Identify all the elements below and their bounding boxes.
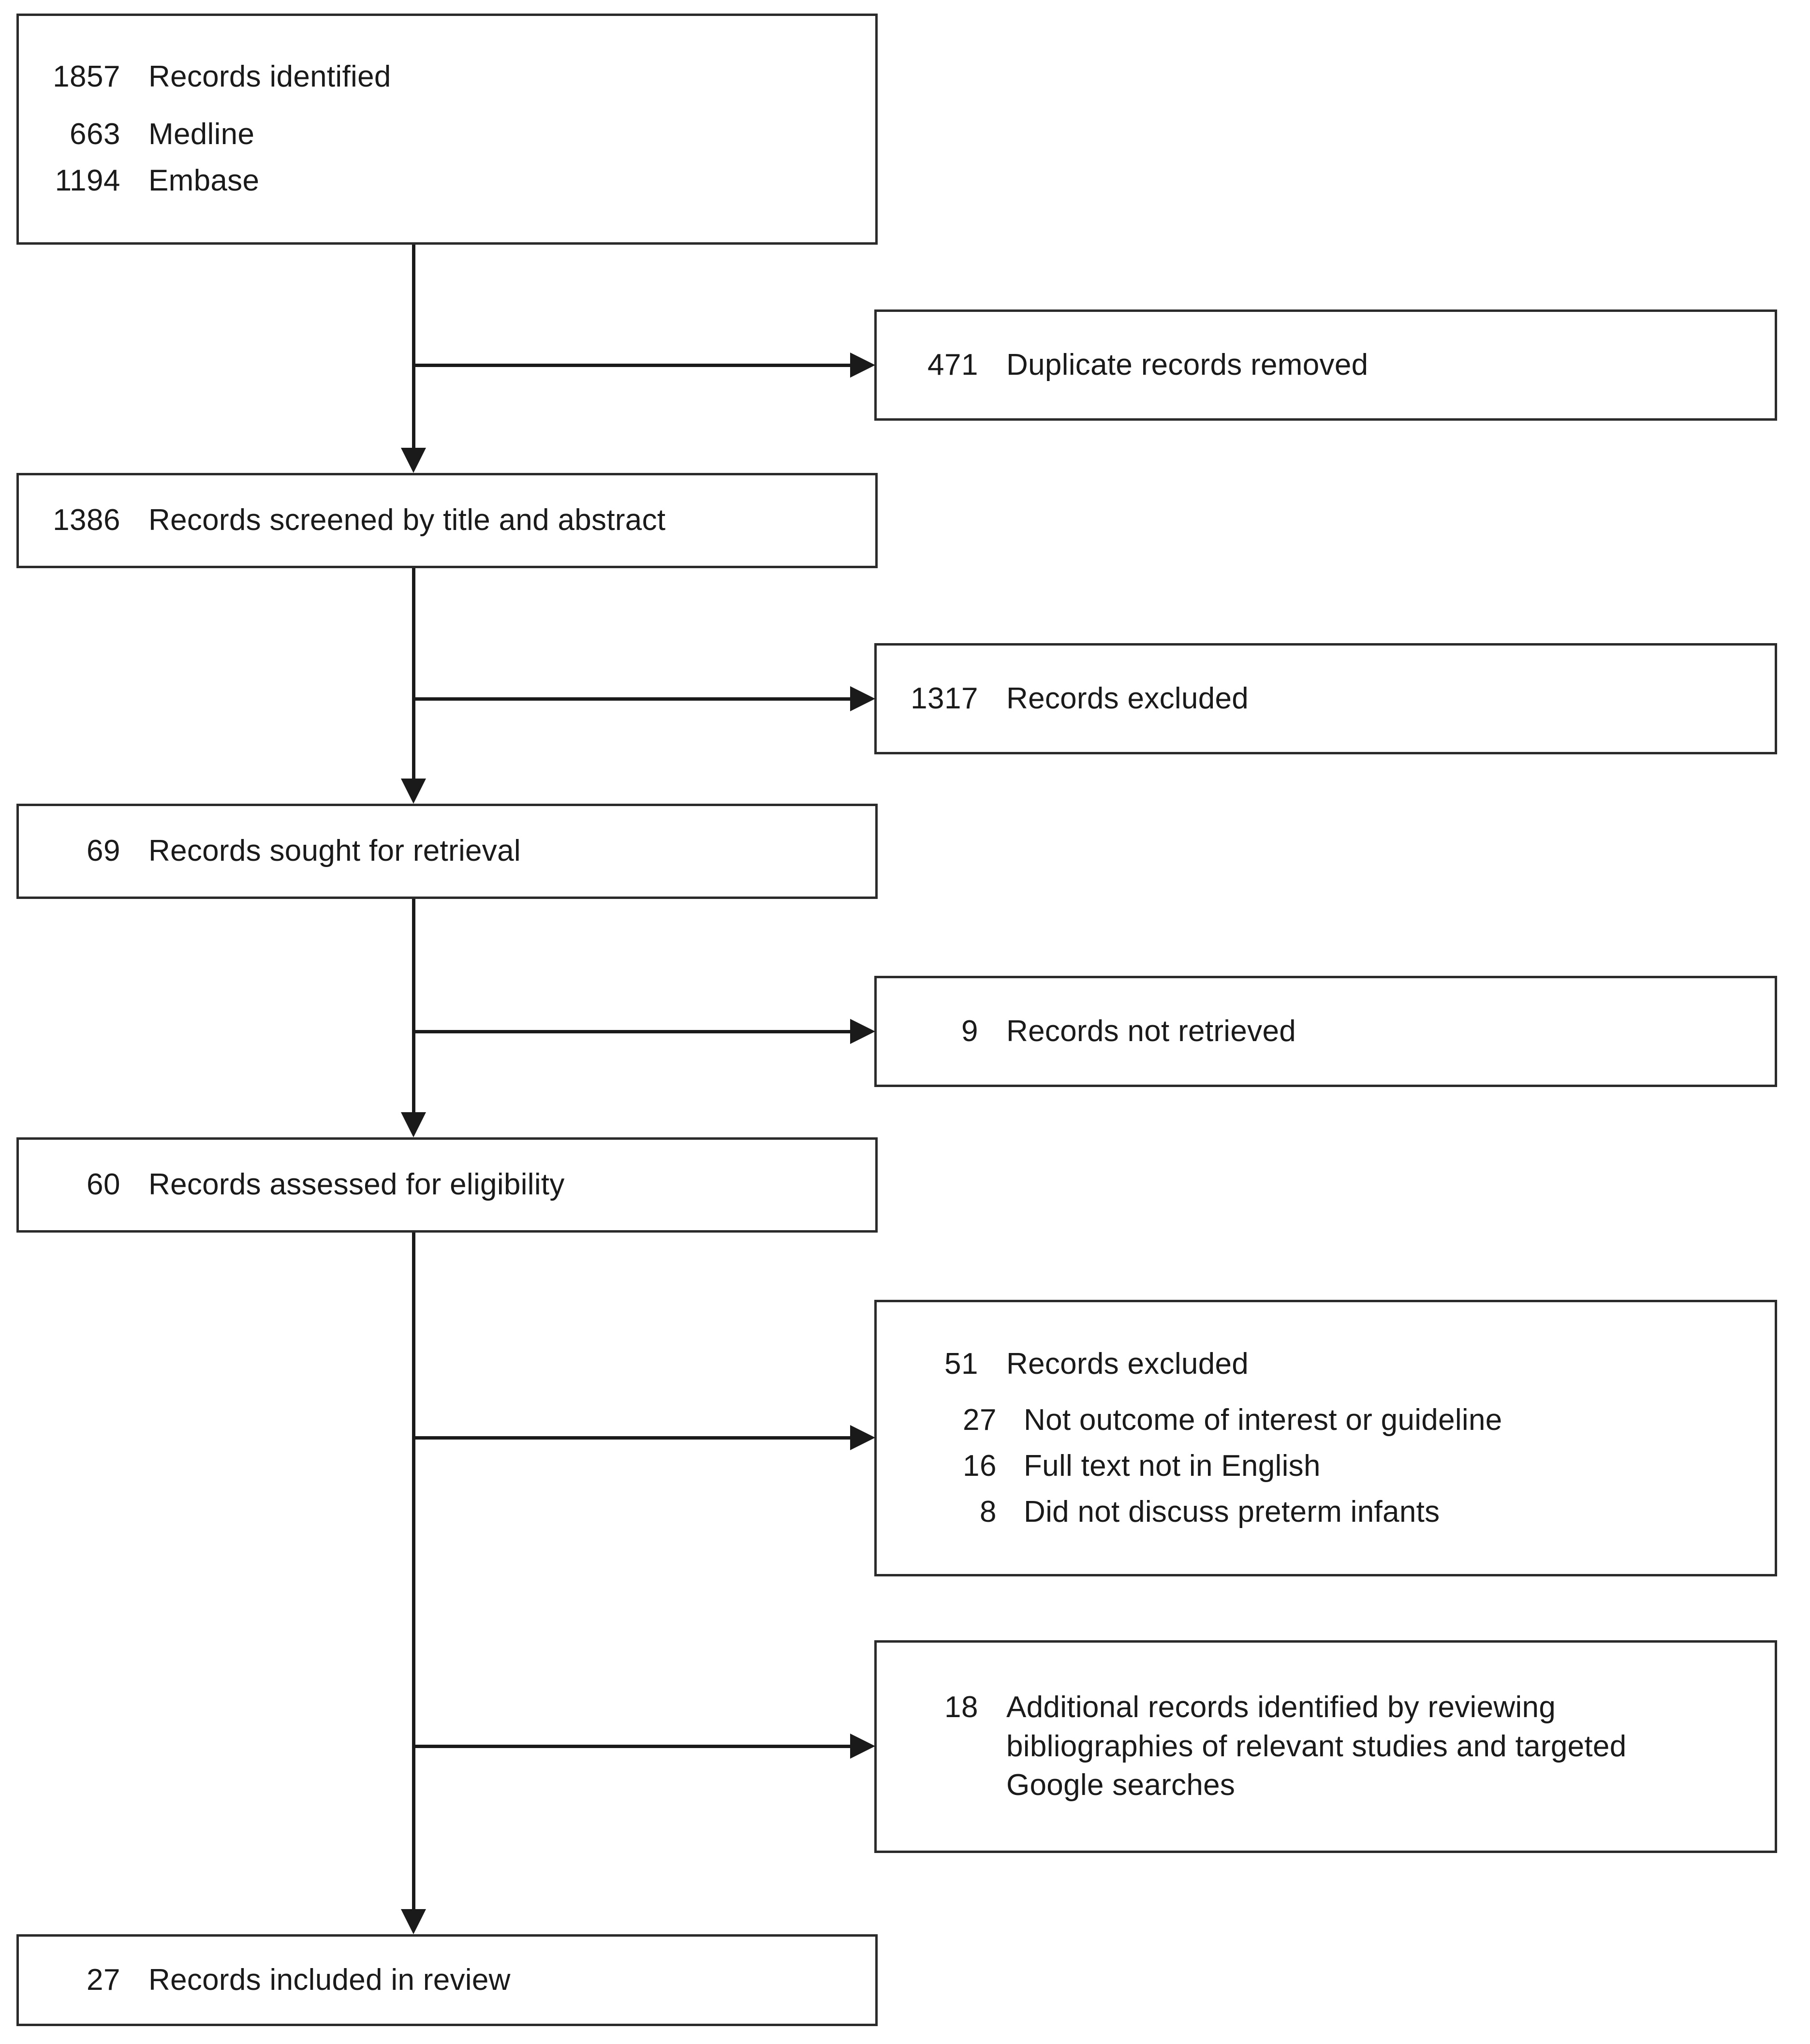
records-included-label: Records included in review (148, 1963, 511, 1997)
connector-to-duplicates-removed (412, 364, 853, 367)
connector-identified-to-screened (412, 245, 415, 448)
records-not-retrieved-row: 9 Records not retrieved (877, 1012, 1775, 1051)
arrowhead-sought (401, 779, 426, 804)
node-records-sought-for-retrieval: 69 Records sought for retrieval (16, 804, 878, 899)
connector-screened-to-sought (412, 568, 415, 779)
records-included-row: 27 Records included in review (19, 1961, 875, 2000)
records-excluded-screening-count: 1317 (911, 681, 978, 715)
arrowhead-records-excluded-screening (850, 686, 875, 711)
records-sought-label: Records sought for retrieval (148, 834, 521, 868)
connector-to-records-excluded-screening (412, 697, 853, 701)
additional-records-label: Additional records identified by reviewi… (1006, 1691, 1627, 1802)
exclusion-reason-not-english-count: 16 (963, 1449, 997, 1483)
connector-assessed-to-included (412, 1233, 415, 1909)
records-assessed-label: Records assessed for eligibility (148, 1168, 565, 1202)
source-embase-label: Embase (148, 164, 260, 198)
arrowhead-additional-records (850, 1734, 875, 1759)
arrowhead-included (401, 1909, 426, 1934)
connector-to-additional-records (412, 1745, 853, 1748)
records-screened-row: 1386 Records screened by title and abstr… (19, 501, 875, 540)
node-records-included-in-review: 27 Records included in review (16, 1934, 878, 2026)
exclusion-reason-not-outcome-count: 27 (963, 1403, 997, 1437)
records-identified-label: Records identified (148, 60, 391, 94)
records-not-retrieved-label: Records not retrieved (1006, 1014, 1296, 1048)
exclusion-reason-not-preterm-count: 8 (980, 1495, 997, 1529)
duplicates-removed-row: 471 Duplicate records removed (877, 346, 1775, 385)
node-records-screened: 1386 Records screened by title and abstr… (16, 473, 878, 568)
arrowhead-duplicates-removed (850, 353, 875, 378)
records-included-count: 27 (87, 1963, 120, 1997)
connector-to-records-not-retrieved (412, 1030, 853, 1033)
additional-records-count: 18 (944, 1691, 978, 1724)
duplicates-removed-label: Duplicate records removed (1006, 348, 1369, 382)
exclusion-reason-not-preterm: 8 Did not discuss preterm infants (912, 1493, 1775, 1532)
exclusion-reason-not-preterm-label: Did not discuss preterm infants (1024, 1495, 1440, 1529)
node-records-identified: 1857 Records identified 663 Medline 1194… (16, 14, 878, 245)
source-embase: 1194 Embase (19, 162, 875, 201)
node-records-excluded-eligibility: 51 Records excluded 27 Not outcome of in… (874, 1300, 1777, 1576)
node-duplicate-records-removed: 471 Duplicate records removed (874, 309, 1777, 421)
exclusion-reason-not-english: 16 Full text not in English (912, 1447, 1775, 1486)
arrowhead-records-not-retrieved (850, 1019, 875, 1044)
records-sought-row: 69 Records sought for retrieval (19, 832, 875, 871)
source-medline-label: Medline (148, 117, 255, 151)
source-medline-count: 663 (70, 117, 120, 151)
connector-sought-to-assessed (412, 899, 415, 1112)
exclusion-reason-not-outcome: 27 Not outcome of interest or guideline (912, 1401, 1775, 1440)
arrowhead-assessed (401, 1112, 426, 1137)
source-medline: 663 Medline (19, 115, 875, 154)
records-identified-total: 1857 Records identified (19, 58, 875, 97)
exclusion-reason-not-english-label: Full text not in English (1024, 1449, 1321, 1483)
connector-to-records-excluded-eligibility (412, 1436, 853, 1440)
node-additional-records: 18 Additional records identified by revi… (874, 1640, 1777, 1853)
node-records-excluded-screening: 1317 Records excluded (874, 643, 1777, 754)
records-not-retrieved-count: 9 (961, 1014, 978, 1048)
records-excluded-screening-label: Records excluded (1006, 681, 1249, 715)
source-embase-count: 1194 (55, 164, 120, 198)
records-sought-count: 69 (87, 834, 120, 868)
duplicates-removed-count: 471 (927, 348, 978, 382)
records-excluded-screening-row: 1317 Records excluded (877, 679, 1775, 719)
records-identified-count: 1857 (53, 60, 120, 94)
records-excluded-eligibility-row: 51 Records excluded (877, 1345, 1775, 1384)
arrowhead-records-excluded-eligibility (850, 1425, 875, 1450)
node-records-not-retrieved: 9 Records not retrieved (874, 976, 1777, 1087)
records-assessed-count: 60 (87, 1168, 120, 1202)
records-excluded-eligibility-count: 51 (944, 1347, 978, 1381)
records-screened-label: Records screened by title and abstract (148, 503, 666, 537)
records-screened-count: 1386 (53, 503, 120, 537)
arrowhead-screened (401, 448, 426, 473)
records-excluded-eligibility-label: Records excluded (1006, 1347, 1249, 1381)
node-records-assessed-for-eligibility: 60 Records assessed for eligibility (16, 1137, 878, 1233)
additional-records-row: 18 Additional records identified by revi… (877, 1688, 1775, 1805)
exclusion-reason-not-outcome-label: Not outcome of interest or guideline (1024, 1403, 1502, 1437)
records-assessed-row: 60 Records assessed for eligibility (19, 1165, 875, 1205)
